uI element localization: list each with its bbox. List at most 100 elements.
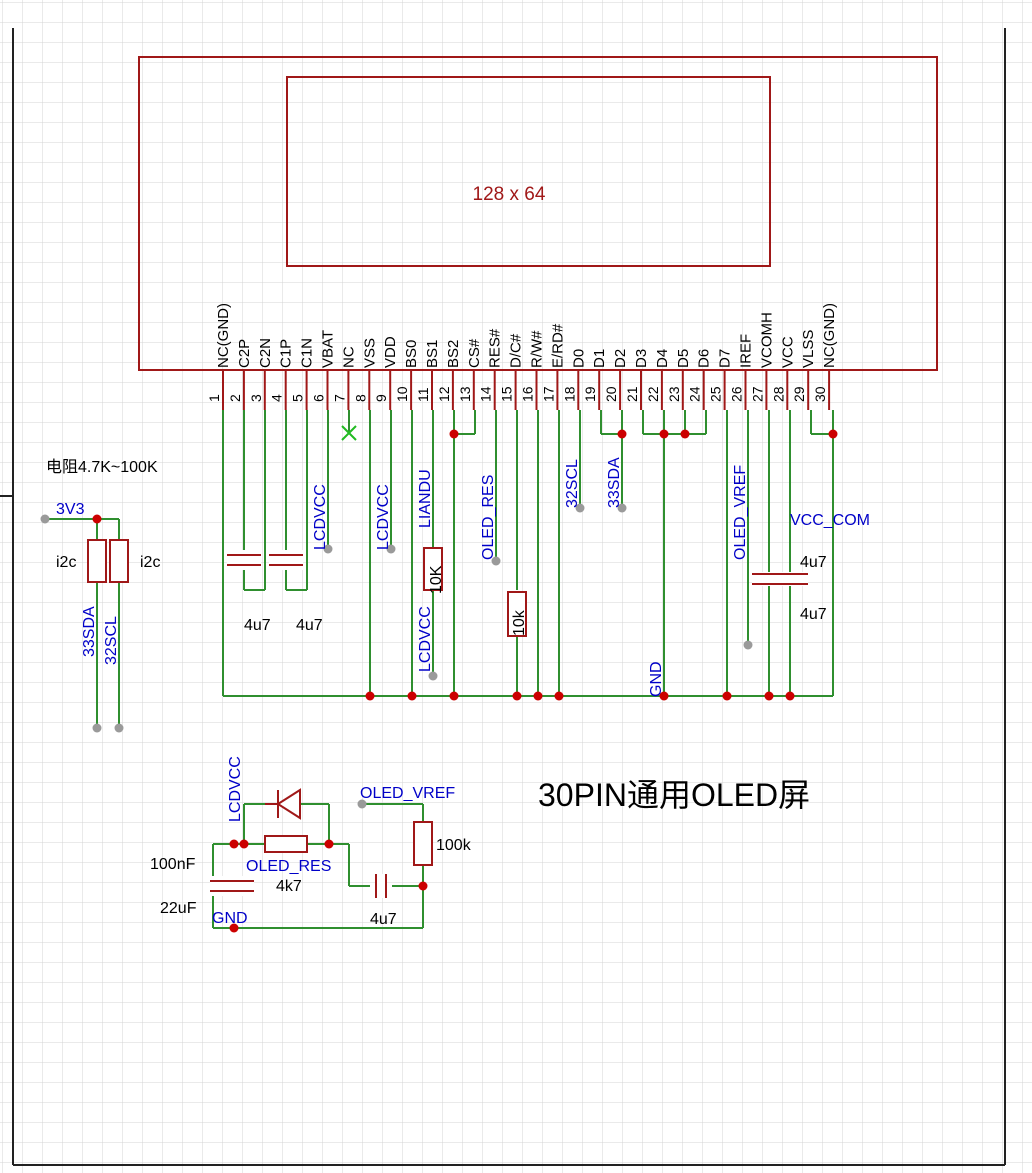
net-label-lcdvcc-reset: LCDVCC bbox=[227, 756, 244, 822]
net-label-oled-vref-reset: OLED_VREF bbox=[360, 785, 455, 802]
junction-dot bbox=[418, 881, 428, 891]
net-endpoints bbox=[40, 503, 753, 809]
pin-name: D3 bbox=[633, 349, 650, 368]
pin-name: NC bbox=[340, 346, 357, 368]
reset-capacitor bbox=[210, 876, 254, 896]
no-connect-marker bbox=[341, 425, 357, 441]
junction-dot bbox=[554, 691, 564, 701]
cap-gap bbox=[210, 876, 254, 896]
net-label-32scl-pullup: 32SCL bbox=[103, 616, 120, 665]
cap-vcomh-bottom-value: 4u7 bbox=[800, 606, 827, 623]
diode-triangle bbox=[276, 788, 301, 820]
res-bs1-value: 10K bbox=[428, 565, 445, 594]
pin-name: VCOMH bbox=[758, 312, 775, 368]
oled-module[interactable]: 128 x 64 bbox=[138, 56, 938, 371]
reset-resistor-100k bbox=[413, 821, 433, 866]
net-label-lcdvcc-bs1: LCDVCC bbox=[417, 606, 434, 672]
net-label-3v3: 3V3 bbox=[56, 501, 85, 518]
junction-dot bbox=[449, 691, 459, 701]
junction-dot bbox=[229, 839, 239, 849]
net-endpoint bbox=[743, 640, 753, 650]
junction-dot bbox=[407, 691, 417, 701]
net-endpoint bbox=[114, 723, 124, 733]
pin-number: 22 bbox=[645, 386, 661, 402]
pin-number: 14 bbox=[478, 386, 494, 402]
cap-gap bbox=[269, 550, 303, 570]
junction-dot bbox=[764, 691, 774, 701]
pin-name: C2N bbox=[257, 338, 274, 368]
net-label-33sda-pin: 33SDA bbox=[606, 457, 623, 508]
pin-name: BS2 bbox=[445, 340, 462, 368]
pullup-resistor-sda bbox=[87, 539, 107, 583]
pin-name: NC(GND) bbox=[821, 303, 838, 368]
wires bbox=[45, 410, 834, 929]
reset-capacitor-4u7 bbox=[375, 874, 387, 898]
net-label-oled-res-pin: OLED_RES bbox=[480, 475, 497, 560]
pin-name: D2 bbox=[612, 349, 629, 368]
pin-number: 20 bbox=[603, 386, 619, 402]
net-endpoint bbox=[491, 556, 501, 566]
net-endpoint bbox=[323, 544, 333, 554]
pin-name: D1 bbox=[591, 349, 608, 368]
pin-number: 7 bbox=[331, 394, 347, 402]
net-endpoint bbox=[386, 544, 396, 554]
pin-name: VLSS bbox=[800, 330, 817, 368]
net-label-lcdvcc-vbat: LCDVCC bbox=[312, 484, 329, 550]
resistor-bs1-10k bbox=[423, 547, 443, 591]
pin-number: 10 bbox=[394, 386, 410, 402]
pin-number: 28 bbox=[770, 386, 786, 402]
reset-cap-22u-value: 22uF bbox=[160, 900, 197, 917]
pin-number: 2 bbox=[227, 394, 243, 402]
pin-number: 3 bbox=[248, 394, 264, 402]
pullup-left-label: i2c bbox=[56, 554, 76, 571]
pin-name: D/C# bbox=[508, 333, 525, 368]
junction-dot bbox=[828, 429, 838, 439]
pin-name: VCC bbox=[779, 336, 796, 368]
pullup-note: 电阻4.7K~100K bbox=[46, 458, 158, 476]
pin-name: NC(GND) bbox=[215, 303, 232, 368]
pin-name: R/W# bbox=[529, 330, 546, 368]
cap-gap bbox=[375, 874, 387, 898]
pin-number: 15 bbox=[499, 386, 515, 402]
junction-dot bbox=[229, 923, 239, 933]
net-endpoint bbox=[357, 799, 367, 809]
pin-name: BS0 bbox=[403, 340, 420, 368]
pin-number: 24 bbox=[687, 386, 703, 402]
pin-number: 17 bbox=[540, 386, 556, 402]
pin-name: C1P bbox=[278, 339, 295, 368]
pin-number: 26 bbox=[729, 386, 745, 402]
net-labels: LCDVCC LCDVCC LCDVCC LIANDU OLED_RES 32S… bbox=[56, 457, 870, 927]
components bbox=[87, 539, 808, 898]
reset-cap-4u7-value: 4u7 bbox=[370, 911, 397, 928]
net-endpoint bbox=[92, 723, 102, 733]
schematic-title: 30PIN通用OLED屏 bbox=[538, 777, 810, 813]
pin-name: VDD bbox=[382, 336, 399, 368]
net-label-lcdvcc-vdd: LCDVCC bbox=[375, 484, 392, 550]
capacitor-vcomh bbox=[752, 572, 808, 586]
reset-diode bbox=[265, 788, 301, 820]
pin-name: CS# bbox=[466, 338, 483, 368]
junction-dot bbox=[324, 839, 334, 849]
capacitor-c1 bbox=[269, 550, 303, 570]
oled-pins: NC(GND)1C2P2C2N3C1P4C1N5VBAT6NC7VSS8VDD9… bbox=[206, 303, 838, 410]
pin-number: 11 bbox=[415, 387, 431, 402]
pin-number: 8 bbox=[352, 394, 368, 402]
pullup-right-label: i2c bbox=[140, 554, 160, 571]
pin-number: 13 bbox=[457, 386, 473, 402]
pin-name: C1N bbox=[299, 338, 316, 368]
pin-number: 1 bbox=[206, 394, 222, 402]
pin-number: 25 bbox=[708, 386, 724, 402]
junction-dot bbox=[785, 691, 795, 701]
junction-dot bbox=[659, 429, 669, 439]
reset-res-100k-value: 100k bbox=[436, 837, 472, 854]
net-endpoint bbox=[575, 503, 585, 513]
net-endpoint bbox=[617, 503, 627, 513]
pullup-resistor-scl bbox=[109, 539, 129, 583]
capacitor-c2 bbox=[227, 550, 261, 570]
pin-name: VSS bbox=[361, 338, 378, 368]
pin-number: 9 bbox=[373, 394, 389, 402]
pin-number: 21 bbox=[624, 386, 640, 402]
junction-dot bbox=[92, 514, 102, 524]
sheet-frame bbox=[0, 28, 1006, 1166]
pin-number: 5 bbox=[290, 394, 306, 402]
